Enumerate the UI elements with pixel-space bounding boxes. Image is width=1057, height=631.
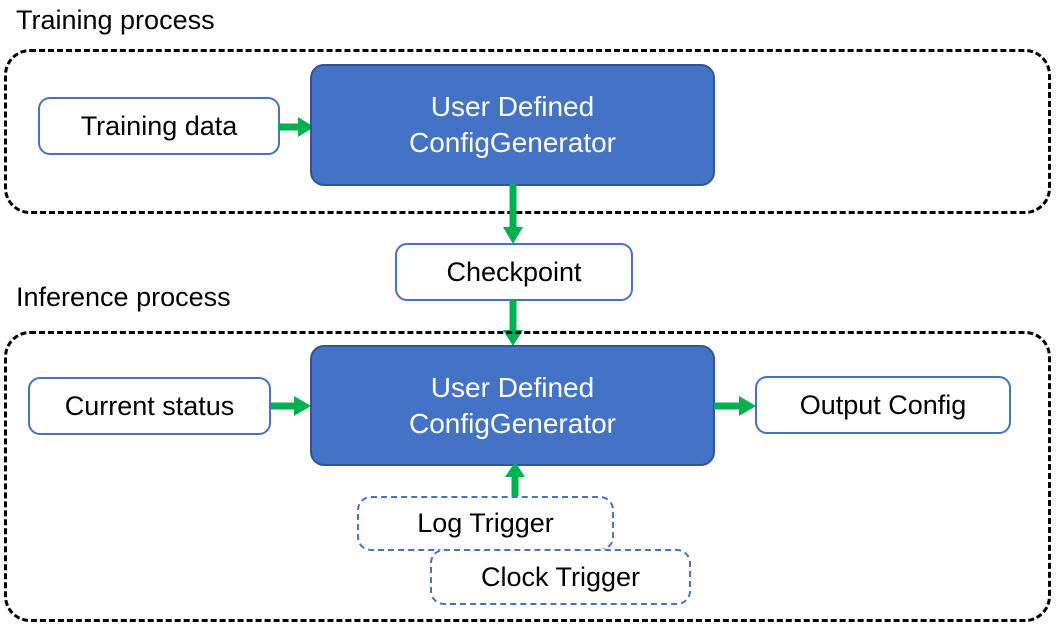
- node-output-config-label: Output Config: [799, 389, 967, 420]
- generator-training-line1: User Defined: [430, 91, 595, 122]
- generator-inference-line1: User Defined: [430, 371, 595, 403]
- node-log-trigger-label: Log Trigger: [417, 508, 554, 538]
- node-clock-trigger-label: Clock Trigger: [480, 561, 641, 592]
- generator-training-line2: ConfigGenerator: [408, 127, 616, 158]
- node-current-status-label: Current status: [64, 390, 235, 421]
- training-process-title: Training process: [16, 5, 215, 35]
- inference-process-group: [4, 331, 1051, 622]
- node-log-trigger[interactable]: Log Trigger: [357, 496, 614, 551]
- inference-process-title: Inference process: [16, 282, 231, 312]
- node-user-defined-configgenerator-training[interactable]: User Defined ConfigGenerator: [310, 64, 715, 186]
- node-training-data-label: Training data: [80, 110, 238, 141]
- node-current-status[interactable]: Current status: [28, 377, 271, 435]
- node-clock-trigger[interactable]: Clock Trigger: [430, 549, 691, 605]
- generator-inference-line2: ConfigGenerator: [408, 407, 616, 439]
- training-process-group: [4, 49, 1051, 214]
- node-training-data[interactable]: Training data: [38, 97, 280, 155]
- node-checkpoint[interactable]: Checkpoint: [395, 243, 633, 301]
- node-checkpoint-label: Checkpoint: [446, 256, 582, 287]
- node-output-config[interactable]: Output Config: [755, 376, 1011, 434]
- node-user-defined-configgenerator-inference[interactable]: User Defined ConfigGenerator: [310, 345, 715, 466]
